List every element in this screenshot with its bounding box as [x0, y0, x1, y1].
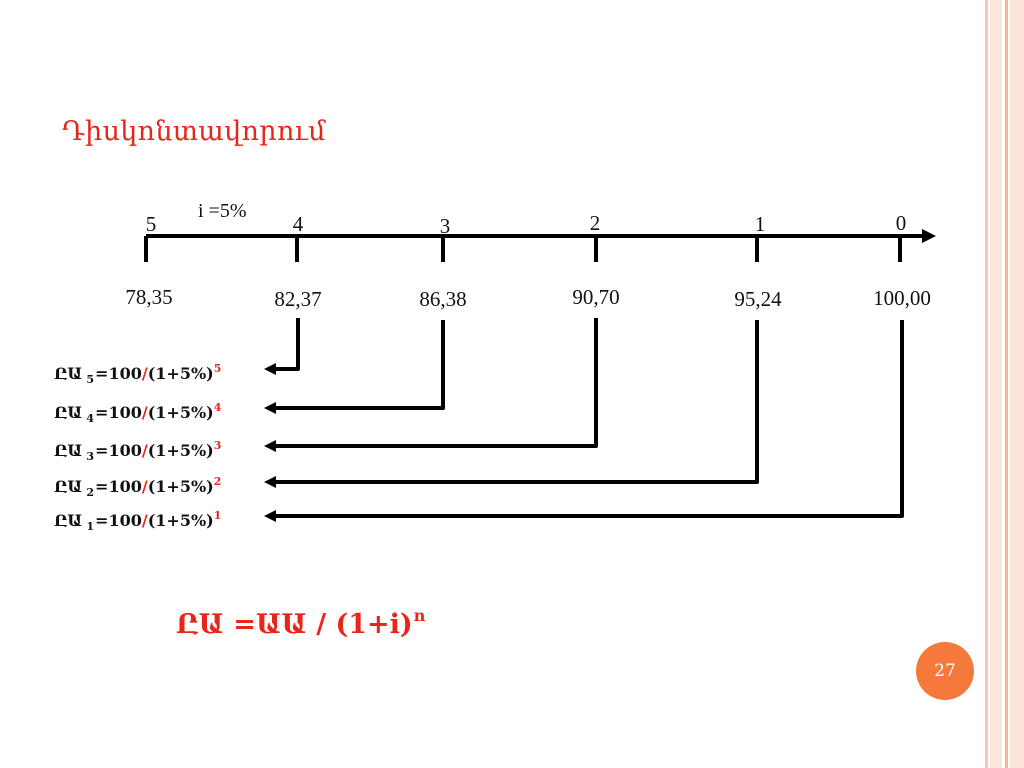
present-value-label: 95,24 — [734, 287, 782, 311]
formula-slash: / — [141, 511, 148, 530]
border-stripe — [990, 0, 1002, 768]
formula-slash: / — [141, 441, 148, 460]
present-value-label: 82,37 — [274, 287, 321, 311]
period-label: 5 — [146, 212, 157, 236]
formula-prefix: ԸԱ — [54, 511, 83, 530]
timeline-arrowhead — [922, 229, 936, 243]
discount-arrowhead — [264, 440, 276, 452]
discount-arrowhead — [264, 402, 276, 414]
period-label: 4 — [293, 212, 304, 236]
main-discount-formula: ԸԱ =ԱԱ / (1+i)n — [176, 606, 425, 640]
discount-arrowhead — [264, 476, 276, 488]
formula-subscript: 1 — [86, 520, 95, 533]
formula-numerator: =100 — [95, 511, 142, 530]
formula-denominator: (1+5%) — [147, 441, 214, 460]
formula-subscript: 2 — [86, 486, 95, 499]
formula-numerator: =100 — [95, 477, 142, 496]
formula-denominator: (1+5%) — [147, 511, 214, 530]
period-label: 1 — [755, 212, 766, 236]
page-number-badge: 27 — [916, 642, 974, 700]
border-stripe — [1005, 0, 1008, 768]
formula-exponent: 1 — [213, 509, 222, 522]
formula-exponent: 3 — [213, 439, 222, 452]
formula-slash: / — [141, 364, 148, 383]
present-value-label: 78,35 — [125, 285, 172, 309]
border-stripe — [985, 0, 988, 768]
present-value-label: 86,38 — [419, 287, 466, 311]
formula-prefix: ԸԱ — [54, 441, 83, 460]
formula-exponent: 2 — [213, 475, 222, 488]
formula-numerator: =100 — [95, 403, 142, 422]
formula-denominator: (1+5%) — [147, 364, 214, 383]
discount-arrowhead — [264, 363, 276, 375]
discount-arrow — [276, 320, 759, 484]
formula-prefix: ԸԱ — [54, 477, 83, 496]
slide-title: Դիսկոնտավորում — [62, 116, 326, 147]
formula-prefix: ԸԱ — [54, 403, 83, 422]
main-formula-exponent: n — [413, 606, 426, 625]
main-formula-text: ԸԱ =ԱԱ / (1+i) — [176, 609, 413, 640]
formula-slash: / — [141, 477, 148, 496]
period-label: 2 — [590, 211, 601, 235]
formula-denominator: (1+5%) — [147, 403, 214, 422]
slide-border-stripes — [976, 0, 1024, 768]
formula-slash: / — [141, 403, 148, 422]
formula-denominator: (1+5%) — [147, 477, 214, 496]
discount-arrowhead — [264, 510, 276, 522]
period-label: 0 — [896, 211, 907, 235]
interest-rate-label: i =5% — [198, 200, 247, 222]
formula-numerator: =100 — [95, 441, 142, 460]
formula-numerator: =100 — [95, 364, 142, 383]
formula-subscript: 5 — [86, 373, 95, 386]
present-value-label: 90,70 — [572, 285, 619, 309]
discount-arrow — [276, 318, 598, 448]
border-stripe — [1010, 0, 1024, 768]
discount-arrow — [276, 320, 904, 518]
formula-exponent: 5 — [213, 362, 222, 375]
discount-arrow — [276, 318, 300, 371]
formula-subscript: 4 — [86, 412, 95, 425]
formula-subscript: 3 — [86, 450, 95, 463]
discount-arrow — [276, 320, 445, 410]
formula-exponent: 4 — [213, 401, 222, 414]
present-value-label: 100,00 — [873, 286, 931, 310]
period-label: 3 — [440, 214, 451, 238]
formula-prefix: ԸԱ — [54, 364, 83, 383]
